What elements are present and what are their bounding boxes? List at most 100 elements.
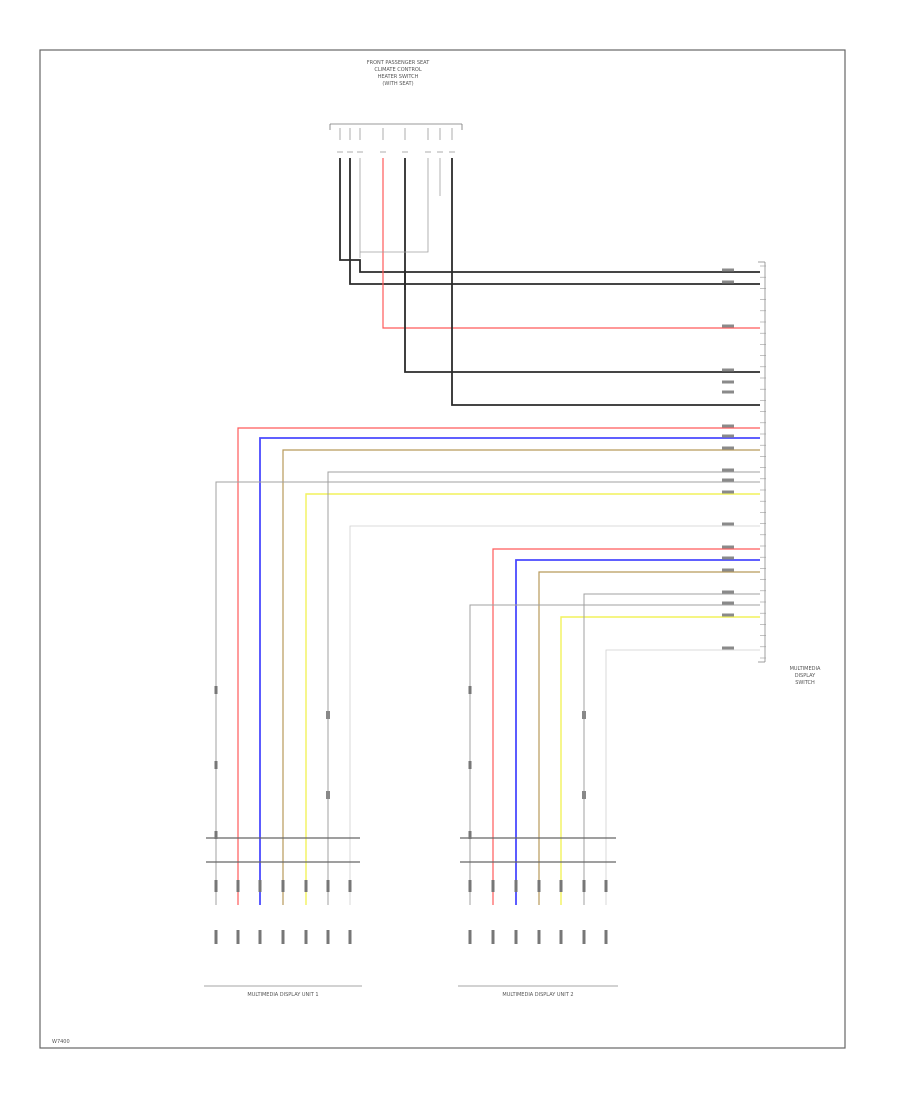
right-connector-label: MULTIMEDIA DISPLAY SWITCH <box>790 666 821 686</box>
unit-pin-code <box>281 930 285 944</box>
top-module-title-line-4: (WITH SEAT) <box>382 81 413 87</box>
unit-pin-marker <box>258 880 262 892</box>
wire-unit1 <box>349 525 760 905</box>
top-module-title-line-2: CLIMATE CONTROL <box>374 67 422 73</box>
unit-pin-marker <box>491 880 495 892</box>
inline-connector <box>214 761 218 769</box>
unit-pin-code <box>514 930 518 944</box>
inline-switch <box>326 711 330 719</box>
unit-pin-code <box>491 930 495 944</box>
inline-connector <box>214 831 218 839</box>
right-wire-code <box>722 590 734 594</box>
unit-pin-marker <box>582 880 586 892</box>
wire-unit1 <box>327 471 760 905</box>
inline-connector <box>214 686 218 694</box>
wire-unit1 <box>305 493 760 905</box>
right-connector-label-line-1: MULTIMEDIA <box>790 666 821 672</box>
unit-pin-marker <box>214 880 218 892</box>
top-connector-pins <box>337 128 455 153</box>
footer-code: W7400 <box>52 1039 70 1045</box>
unit-pin-code <box>258 930 262 944</box>
unit-pin-code <box>214 930 218 944</box>
inline-connector <box>468 831 472 839</box>
unit-pin-code <box>537 930 541 944</box>
top-connector <box>329 123 463 130</box>
top-module-title-line-1: FRONT PASSENGER SEAT <box>367 60 430 66</box>
wire-unit2 <box>515 559 760 905</box>
right-connector-pins <box>722 265 766 659</box>
unit-pin-marker <box>236 880 240 892</box>
right-wire-code <box>722 434 734 438</box>
bottom-unit-1 <box>204 837 362 987</box>
bottom-unit-1-label: MULTIMEDIA DISPLAY UNIT 1 <box>247 992 318 998</box>
unit-pin-marker <box>326 880 330 892</box>
wire-black <box>339 158 760 273</box>
top-module-title: FRONT PASSENGER SEAT CLIMATE CONTROL HEA… <box>367 60 430 87</box>
unit-pin-code <box>236 930 240 944</box>
right-wire-code <box>722 424 734 428</box>
unit-pin-code <box>348 930 352 944</box>
unit-pin-code <box>468 930 472 944</box>
wire-unit2 <box>538 571 760 905</box>
right-wire-code <box>722 568 734 572</box>
right-wire-code <box>722 613 734 617</box>
wire-unit2 <box>605 649 760 905</box>
wire-unit2 <box>583 593 760 905</box>
wire-unit2 <box>560 616 760 905</box>
right-connector <box>758 261 766 663</box>
right-wire-code <box>722 390 734 394</box>
unit-pin-marker <box>537 880 541 892</box>
bottom-unit-2 <box>458 837 618 987</box>
right-wire-code <box>722 545 734 549</box>
bottom-unit-2-label: MULTIMEDIA DISPLAY UNIT 2 <box>502 992 573 998</box>
unit-pin-marker <box>348 880 352 892</box>
right-wire-code <box>722 646 734 650</box>
right-wire-code <box>722 446 734 450</box>
unit-pin-code <box>582 930 586 944</box>
wire-unit1 <box>282 449 760 905</box>
wire-black <box>404 158 760 373</box>
wire-unit1 <box>259 437 760 905</box>
wire-unit2 <box>469 604 760 905</box>
unit-pin-marker <box>304 880 308 892</box>
right-wire-code <box>722 280 734 284</box>
unit-pin-code <box>559 930 563 944</box>
inline-switch <box>582 791 586 799</box>
unit-pin-code <box>326 930 330 944</box>
bottom-units <box>204 686 618 987</box>
unit-pin-marker <box>468 880 472 892</box>
wire-red <box>382 158 760 329</box>
right-connector-label-line-3: SWITCH <box>795 680 815 686</box>
wire-harness <box>215 158 760 905</box>
wire-black <box>349 158 760 285</box>
right-wire-code <box>722 478 734 482</box>
unit-pin-marker <box>559 880 563 892</box>
right-wire-code <box>722 380 734 384</box>
right-wire-code <box>722 368 734 372</box>
wire-unit2 <box>492 548 760 905</box>
unit-pin-marker <box>281 880 285 892</box>
unit-pin-marker <box>604 880 608 892</box>
right-wire-code <box>722 556 734 560</box>
wire-black <box>451 158 760 406</box>
unit-pin-marker <box>514 880 518 892</box>
unit-pin-code <box>604 930 608 944</box>
right-wire-code <box>722 468 734 472</box>
right-wire-code <box>722 601 734 605</box>
top-module-title-line-3: HEATER SWITCH <box>378 74 419 80</box>
right-wire-code <box>722 490 734 494</box>
diagram-frame <box>39 49 846 1049</box>
right-wire-code <box>722 324 734 328</box>
inline-switch <box>326 791 330 799</box>
inline-connector <box>468 761 472 769</box>
right-connector-label-line-2: DISPLAY <box>795 673 816 679</box>
right-wire-code <box>722 522 734 526</box>
unit-pin-code <box>304 930 308 944</box>
right-wire-code <box>722 268 734 272</box>
wire-gray <box>360 158 429 253</box>
wire-unit1 <box>237 427 760 905</box>
wire-unit1 <box>215 481 760 905</box>
inline-connector <box>468 686 472 694</box>
inline-switch <box>582 711 586 719</box>
